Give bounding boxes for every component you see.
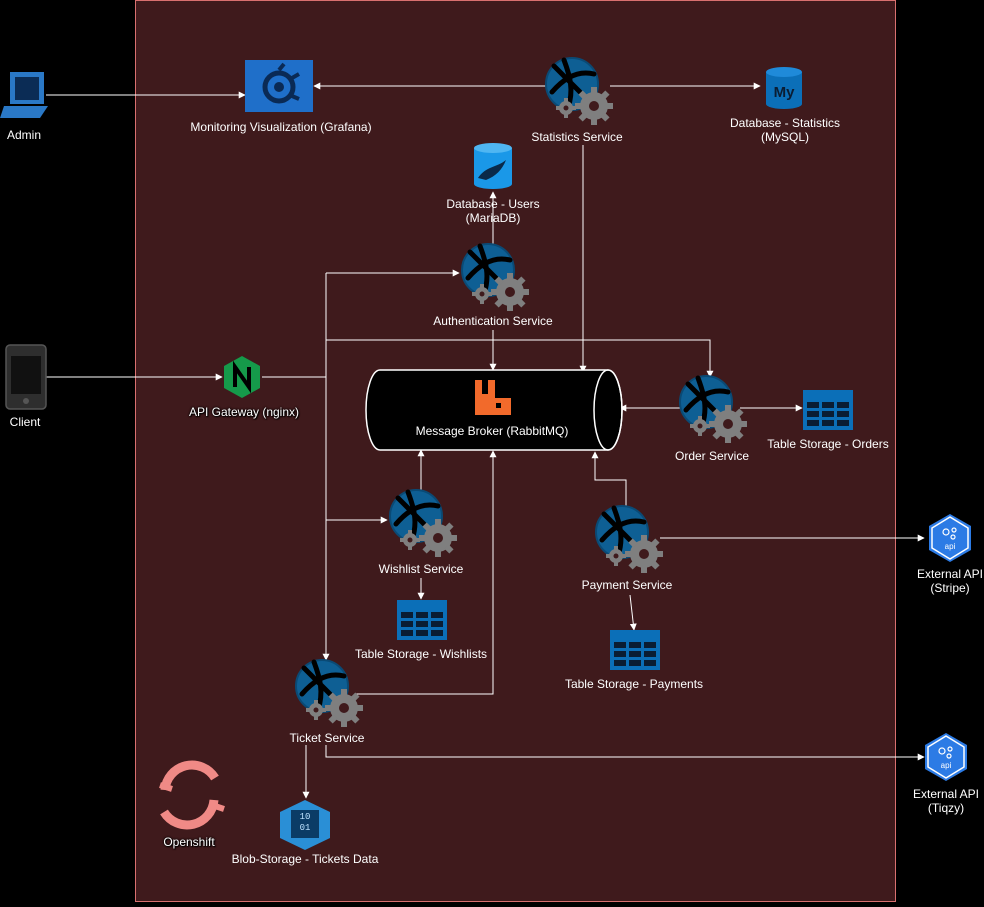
db-users-label-2: (MariaDB) [465,211,521,225]
payment-service-label: Payment Service [581,578,673,592]
grafana-icon [245,60,313,112]
table-storage-wishlists-icon [397,600,447,640]
smartphone-icon [5,344,47,410]
openshift-label: Openshift [163,835,215,849]
order-service-label: Order Service [674,449,750,463]
svg-text:My: My [774,84,795,101]
external-tiqzy-label-2: (Tiqzy) [927,801,965,815]
external-tiqzy-label-1: External API [912,787,980,801]
external-stripe-label-2: (Stripe) [930,581,970,595]
blob-badge: 10 01 [299,812,311,833]
client-label: Client [9,415,41,429]
table-orders-label: Table Storage - Orders [767,437,889,451]
api-gateway-label: API Gateway (nginx) [188,405,300,419]
connectors [46,82,925,799]
wishlist-service-label: Wishlist Service [378,562,464,576]
db-users-label-1: Database - Users [446,197,540,211]
external-api-tiqzy-icon [924,732,968,782]
nginx-icon [224,356,260,398]
api-badge-tiqzy: api [940,761,952,770]
mysql-database-icon: My [766,67,802,109]
mariadb-database-icon [474,143,512,189]
external-api-stripe-icon [928,513,972,563]
table-wishlists-label: Table Storage - Wishlists [354,647,488,661]
authentication-service-label: Authentication Service [433,314,553,328]
admin-label: Admin [6,128,42,142]
api-badge-stripe: api [944,542,956,551]
openshift-cluster [135,0,896,902]
blob-storage-label: Blob-Storage - Tickets Data [231,852,379,866]
db-statistics-label-2: (MySQL) [761,130,809,144]
db-statistics-label-1: Database - Statistics [729,116,841,130]
ticket-service-label: Ticket Service [289,731,365,745]
openshift-icon [159,760,225,830]
grafana-label: Monitoring Visualization (Grafana) [190,120,372,134]
rabbitmq-icon [475,380,511,415]
message-broker-label: Message Broker (RabbitMQ) [415,424,569,438]
table-storage-payments-icon [610,630,660,670]
table-storage-orders-icon [803,390,853,430]
table-payments-label: Table Storage - Payments [564,677,704,691]
external-stripe-label-1: External API [916,567,984,581]
laptop-icon [0,72,48,118]
statistics-service-label: Statistics Service [531,130,623,144]
blob-storage-icon [280,800,330,850]
